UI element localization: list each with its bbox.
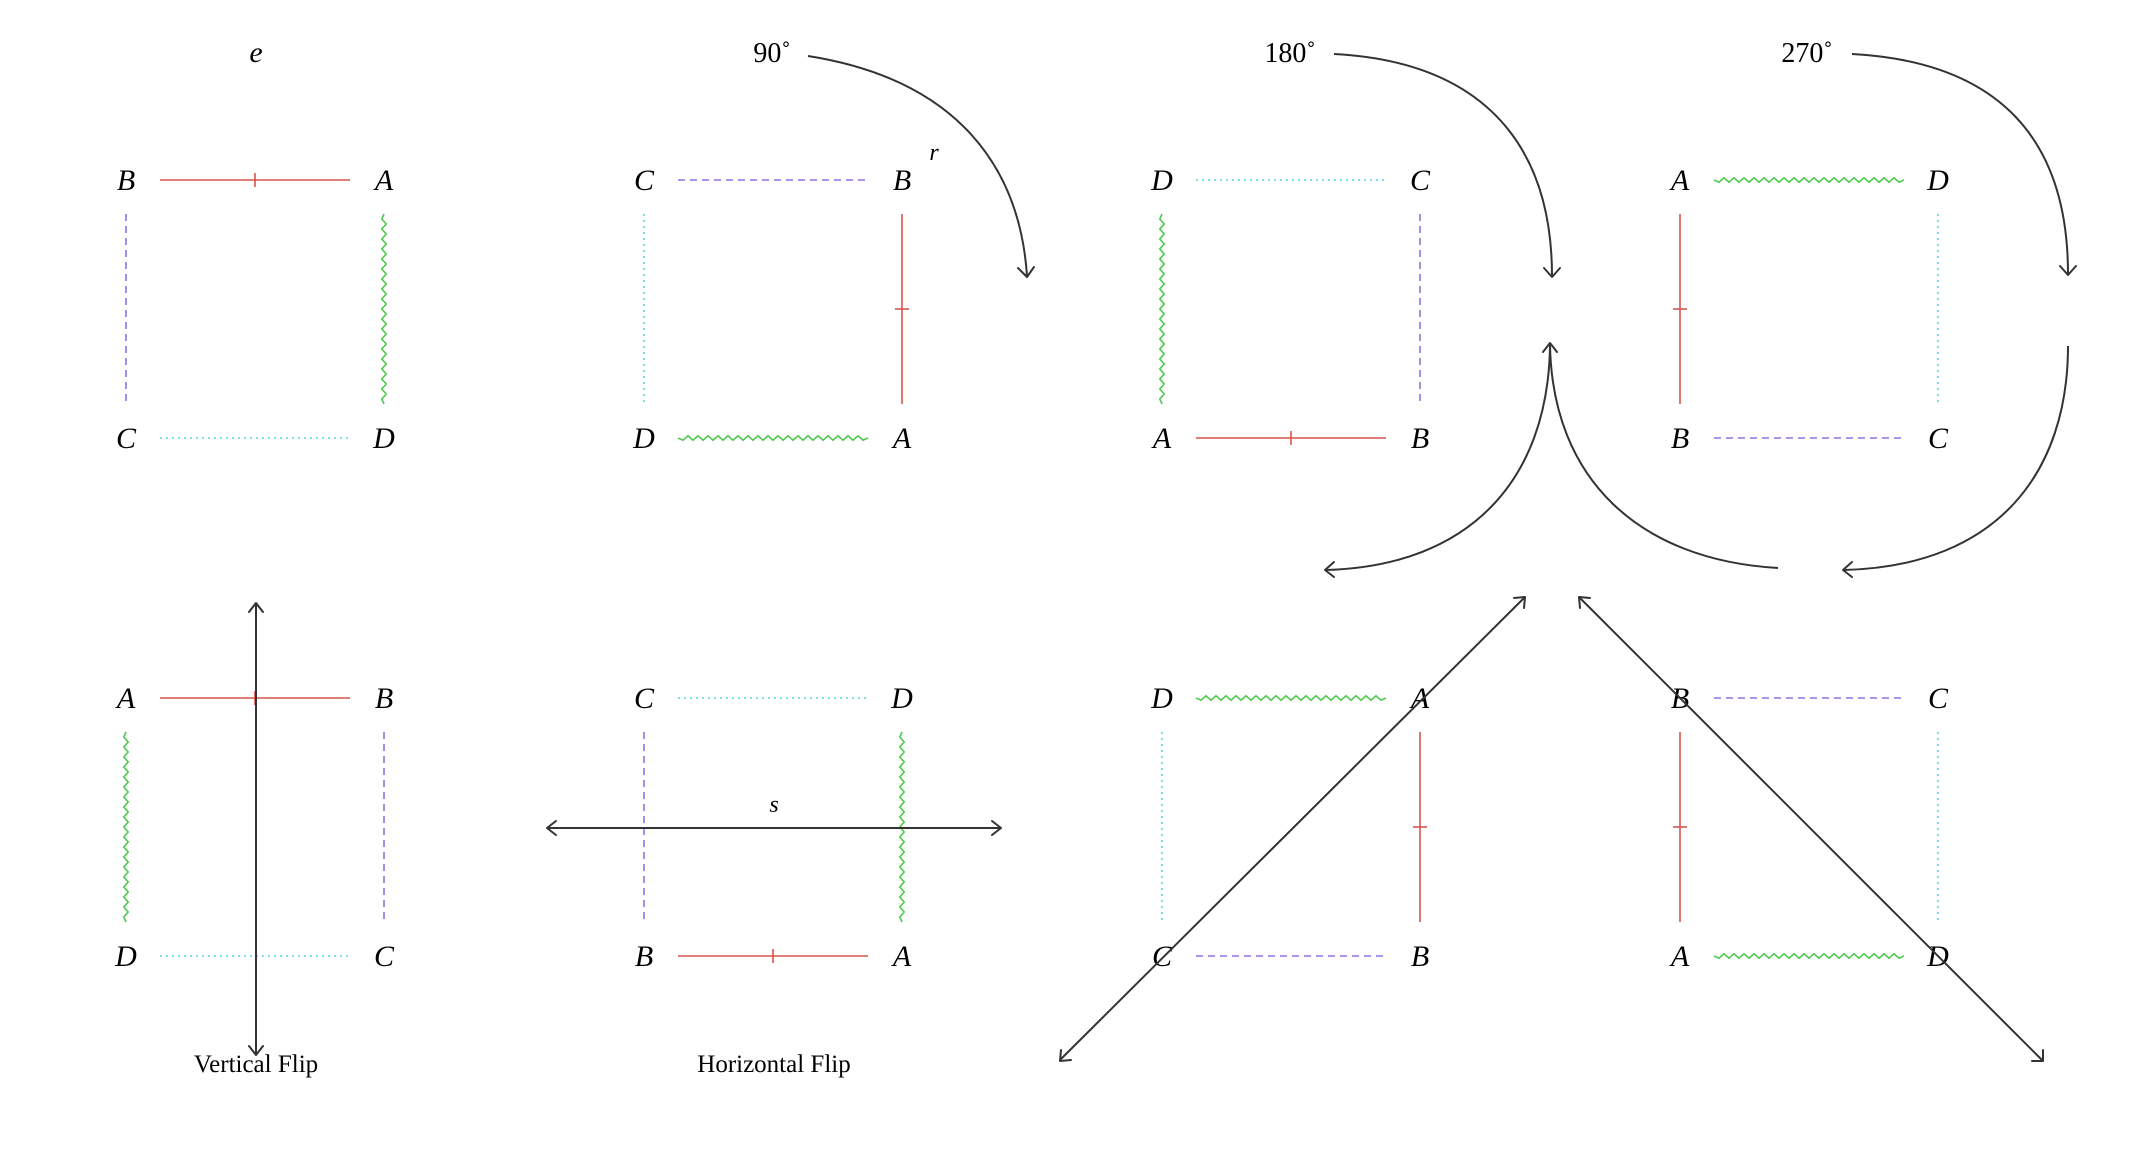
vertex-bottom-left: D [632,422,655,455]
vertex-bottom-left: C [1152,940,1173,973]
vertex-top-right: B [893,164,911,197]
vertex-bottom-right: C [374,940,395,973]
edge-bottom-green [677,434,869,442]
rotation-arrow-270-return [1851,53,2077,276]
flip-s-label: s [769,792,778,818]
square-horizontal-flip: C D B A [634,682,913,973]
horizontal-flip-axis [546,820,1002,836]
vertex-top-right: C [1410,164,1431,197]
vertex-top-left: A [115,682,136,715]
vertex-top-right: C [1928,682,1949,715]
square-vertical-flip: A B D C [114,682,395,973]
identity-title: e [249,36,262,69]
vertex-top-left: B [117,164,135,197]
edge-top-green [1713,176,1905,184]
return-arrow-center-up [1542,342,1779,569]
vertex-top-left: D [1150,164,1173,197]
vertex-bottom-left: B [635,940,653,973]
vertex-bottom-right: C [1928,422,1949,455]
square-rot180: D C A B [1150,164,1431,455]
vertex-bottom-left: D [114,940,137,973]
vertex-bottom-left: A [1669,940,1690,973]
vertex-top-left: C [634,682,655,715]
return-arrow-right [1842,345,2069,578]
edge-bottom-green [1713,952,1905,960]
rot180-title: 180˚ [1264,38,1315,69]
diagonal-flip-axis-1 [1059,596,1526,1062]
diagonal-flip-axis-2 [1578,596,2044,1062]
vertex-bottom-right: D [372,422,395,455]
edge-left-red [1673,214,1687,404]
edge-bottom-red [1196,431,1386,445]
vertex-top-left: A [1669,164,1690,197]
vertex-top-left: C [634,164,655,197]
rotation-arrow-90-to-180 [807,55,1035,278]
vertex-top-right: D [1926,164,1949,197]
edge-right-red [1413,732,1427,922]
vertex-bottom-right: A [891,422,912,455]
return-arrow-center-left [1324,345,1551,578]
edge-right-red [895,214,909,404]
vertex-top-right: D [890,682,913,715]
vertex-bottom-left: B [1671,422,1689,455]
vertex-bottom-left: A [1151,422,1172,455]
square-identity: B A C D [116,164,395,455]
vertex-top-right: A [373,164,394,197]
vertical-flip-axis [248,602,264,1056]
edge-left-red [1673,732,1687,922]
vertex-top-right: B [375,682,393,715]
square-rot270: A D B C [1669,164,1949,455]
horizontal-flip-caption: Horizontal Flip [697,1051,850,1078]
rotation-arrow-180-to-270 [1333,53,1561,278]
rot90-title: 90˚ [753,38,790,69]
vertex-top-left: D [1150,682,1173,715]
edge-bottom-red [678,949,868,963]
edge-right-green [380,213,388,405]
vertex-bottom-right: A [891,940,912,973]
edge-top-red [160,173,350,187]
square-rot90: C B D A [632,164,912,455]
edge-left-green [1158,213,1166,405]
vertex-bottom-left: C [116,422,137,455]
vertex-bottom-right: B [1411,422,1429,455]
vertex-bottom-right: B [1411,940,1429,973]
edge-left-green [122,731,130,923]
rot270-title: 270˚ [1781,38,1832,69]
rotation-r-label: r [929,140,939,166]
edge-top-green [1195,694,1387,702]
